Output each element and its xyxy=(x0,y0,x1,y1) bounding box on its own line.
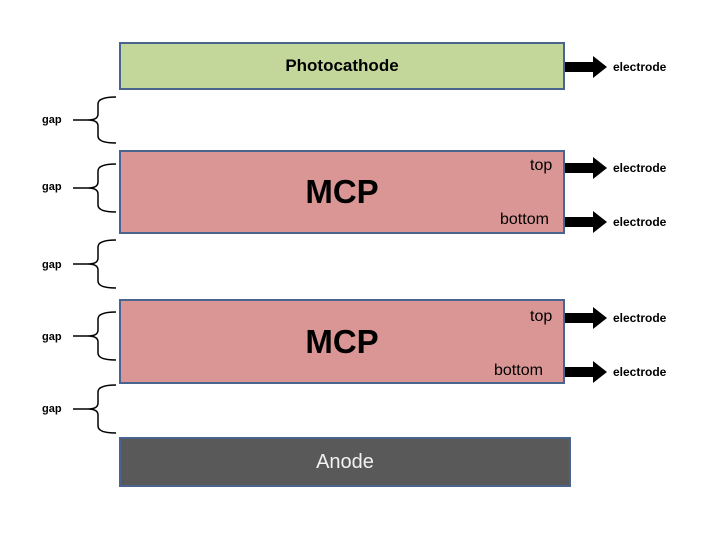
mcp1-bottom-label: bottom xyxy=(500,211,549,228)
gap-label-1: gap xyxy=(42,114,62,126)
gap-label-4: gap xyxy=(42,331,62,343)
mcp-label-2: MCP xyxy=(305,322,379,360)
mcp2-bottom-label: bottom xyxy=(494,362,543,379)
mcp1-top-label: top xyxy=(530,157,553,174)
arrow-right-icon xyxy=(565,361,607,383)
brace-icon xyxy=(73,239,117,289)
electrode-label-mcp2-top: electrode xyxy=(613,311,667,325)
mcp2-top-label: top xyxy=(530,308,553,325)
mcp-label-1: MCP xyxy=(305,173,379,210)
gap-indicator-3: gap xyxy=(42,239,118,289)
arrow-right-icon xyxy=(565,56,607,78)
brace-icon xyxy=(73,311,117,361)
arrow-right-icon xyxy=(565,307,607,329)
photocathode-label: Photocathode xyxy=(285,56,399,75)
gap-indicator-1: gap xyxy=(42,96,118,144)
gap-indicator-4: gap xyxy=(42,311,118,361)
arrow-right-icon xyxy=(565,211,607,233)
gap-label-5: gap xyxy=(42,403,62,415)
mcp-block-1: MCP xyxy=(119,150,565,234)
electrode-label-photocathode: electrode xyxy=(613,60,667,74)
brace-icon xyxy=(73,96,117,144)
gap-indicator-5: gap xyxy=(42,384,118,434)
gap-indicator-2: gap xyxy=(42,163,118,213)
electrode-label-mcp1-bottom: electrode xyxy=(613,215,667,229)
anode-block: Anode xyxy=(119,437,571,487)
brace-icon xyxy=(73,163,117,213)
electrode-label-mcp2-bottom: electrode xyxy=(613,365,667,379)
photocathode-block: Photocathode xyxy=(119,42,565,90)
brace-icon xyxy=(73,384,117,434)
arrow-right-icon xyxy=(565,157,607,179)
anode-label: Anode xyxy=(316,450,374,473)
mcp-block-2: MCP xyxy=(119,299,565,384)
electrode-label-mcp1-top: electrode xyxy=(613,161,667,175)
gap-label-2: gap xyxy=(42,181,62,193)
gap-label-3: gap xyxy=(42,259,62,271)
